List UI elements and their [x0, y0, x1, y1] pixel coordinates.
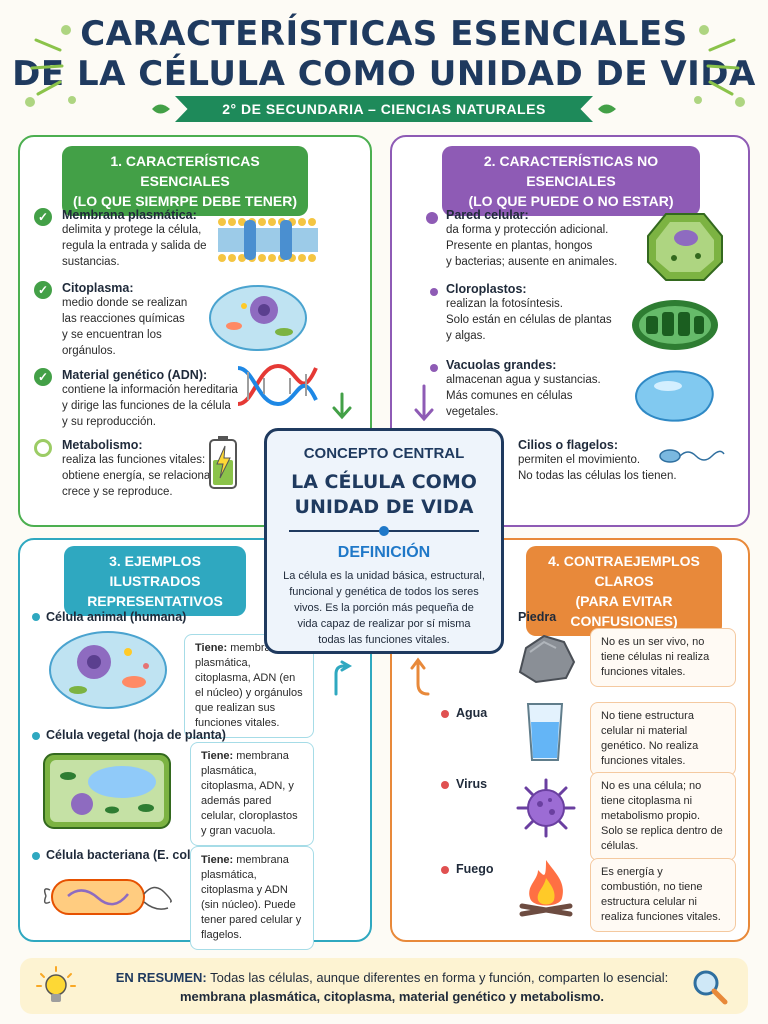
divider [289, 526, 479, 536]
magnifier-icon [693, 970, 728, 1005]
cell-wall-icon [647, 213, 723, 281]
list-item: Metabolismo: realiza las funciones vital… [62, 438, 214, 498]
panel1-heading: 1. Características esenciales (Lo que si… [62, 146, 308, 216]
example-animal-cell-title: Célula animal (humana) [46, 610, 187, 624]
virus-icon [516, 778, 576, 838]
bacteria-icon [43, 879, 172, 915]
water-glass-icon [526, 703, 564, 761]
counterexample-rock-title: Piedra [518, 610, 557, 624]
counterexample-fire-description: Es energía y combustión, no tiene estruc… [590, 858, 736, 932]
arrow-down-icon [414, 384, 434, 422]
lightbulb-icon [36, 966, 76, 1002]
bullet-icon [32, 613, 40, 621]
definition-text: La célula es la unidad básica, estructur… [283, 570, 485, 646]
arrow-up-icon [410, 657, 430, 696]
list-item: Material genético (ADN): contiene la inf… [62, 368, 238, 428]
list-item: Cilios o flagelos: permiten el movimient… [518, 438, 677, 482]
example-plant-cell-title: Célula vegetal (hoja de planta) [46, 728, 226, 742]
sparkle-decoration-right-icon [694, 25, 745, 107]
page-title-line1: Características esenciales [80, 14, 688, 54]
counterexample-virus-title: Virus [456, 777, 488, 791]
bullet-icon [441, 710, 449, 718]
example-plant-cell-description: Tiene: membrana plasmática, citoplasma, … [190, 742, 314, 846]
animal-cell-icon [49, 631, 167, 709]
cell-membrane-icon [218, 218, 318, 262]
flagellum-icon [659, 449, 725, 463]
list-item: Pared celular: da forma y protección adi… [446, 208, 618, 268]
arrow-up-icon [334, 660, 353, 696]
dna-icon [237, 363, 318, 407]
plant-cell-icon [43, 753, 171, 829]
bullet-icon [426, 212, 438, 224]
check-icon: ✓ [34, 208, 52, 226]
rock-icon [518, 634, 576, 684]
central-concept-box: Concepto central La célula como unidad d… [264, 428, 504, 654]
panel2-heading: 2. Características no esenciales (Lo que… [442, 146, 700, 216]
counterexample-rock-description: No es un ser vivo, no tiene células ni r… [590, 628, 736, 687]
chloroplast-icon [632, 300, 718, 350]
bullet-icon [430, 288, 438, 296]
battery-icon [209, 436, 237, 489]
leaf-right-icon [598, 104, 616, 114]
list-item: Membrana plasmática: delimita y protege … [62, 208, 207, 268]
cytoplasm-icon [209, 285, 307, 351]
check-icon: ✓ [34, 368, 52, 386]
panel4-heading: 4. Contraejemplos claros (Para evitar co… [526, 546, 722, 636]
metabolism-bullet-icon [34, 439, 52, 457]
panel3-heading: 3. Ejemplos ilustrados representativos [64, 546, 246, 616]
example-animal-cell-description: Tiene: membrana plasmática, citoplasma, … [184, 634, 314, 738]
leaf-left-icon [152, 104, 170, 114]
fire-icon [519, 860, 573, 917]
check-icon: ✓ [34, 281, 52, 299]
definition-label: Definición [337, 544, 431, 561]
counterexample-water-description: No tiene estructura celular ni material … [590, 702, 736, 776]
sparkle-decoration-left-icon [25, 25, 76, 107]
page-title-line2: de la célula como unidad de vida [12, 54, 756, 94]
vacuole-icon [635, 370, 714, 422]
bullet-icon [32, 852, 40, 860]
summary-banner: En resumen: Todas las células, aunque di… [20, 958, 748, 1014]
list-item: Citoplasma: medio donde se realizan las … [62, 281, 188, 357]
central-concept-title: La célula como unidad de vida [291, 471, 477, 518]
list-item: Cloroplastos: realizan la fotosíntesis. … [446, 282, 612, 342]
arrow-down-icon [332, 392, 352, 420]
bullet-icon [441, 781, 449, 789]
list-item: Vacuolas grandes: almacenan agua y susta… [446, 358, 601, 418]
example-bacteria-description: Tiene: membrana plasmática, citoplasma y… [190, 846, 314, 950]
bullet-icon [430, 364, 438, 372]
bullet-icon [441, 866, 449, 874]
central-concept-label: Concepto central [303, 445, 465, 462]
counterexample-virus-description: No es una célula; no tiene citoplasma ni… [590, 772, 736, 861]
example-bacteria-title: Célula bacteriana (E. coli) [46, 848, 199, 862]
summary-text: En resumen: Todas las células, aunque di… [115, 970, 669, 1004]
subtitle-ribbon: 2° de Secundaria – Ciencias Naturales [175, 96, 593, 122]
bullet-icon [32, 732, 40, 740]
counterexample-water-title: Agua [456, 706, 488, 720]
counterexample-fire-title: Fuego [456, 862, 494, 876]
